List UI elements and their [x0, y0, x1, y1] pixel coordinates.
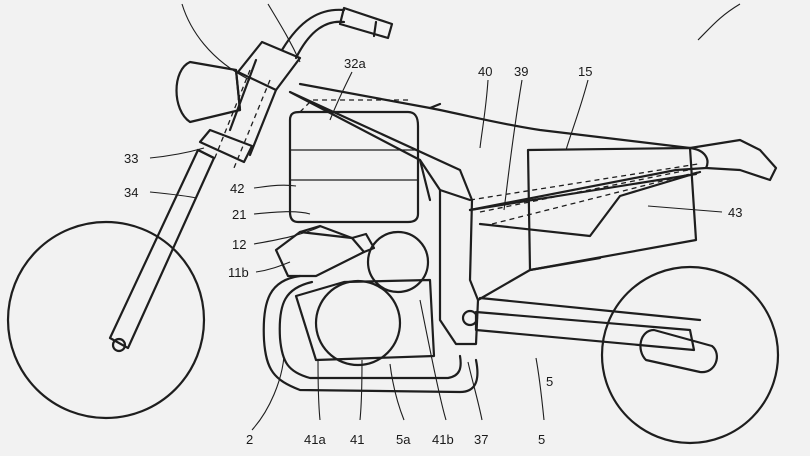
leader-lines	[149, 3, 741, 431]
motor-upper	[366, 230, 430, 294]
engine-case	[294, 278, 436, 362]
label-43: 43	[728, 205, 742, 220]
label-40: 40	[478, 64, 492, 79]
subframe	[468, 163, 702, 302]
label-15: 15	[578, 64, 592, 79]
label-5-arrow-number: 5	[546, 374, 553, 389]
front-wheel	[6, 220, 206, 420]
label-32a: 32a	[344, 56, 366, 71]
label-41b: 41b	[432, 432, 454, 447]
rear-wheel	[600, 265, 780, 445]
handlebar	[280, 6, 394, 60]
label-39: 39	[514, 64, 528, 79]
label-5: 5	[538, 432, 545, 447]
front-fork	[108, 148, 216, 353]
reference-labels: 33 34 32a 42 21 12 11b 40 39 15 43 2 41a…	[124, 56, 742, 447]
label-37: 37	[474, 432, 488, 447]
fork-clamp	[198, 128, 254, 164]
label-33: 33	[124, 151, 138, 166]
engine-cylinder	[274, 224, 376, 278]
label-41: 41	[350, 432, 364, 447]
label-12: 12	[232, 237, 246, 252]
steering-head-tube	[213, 40, 302, 169]
label-11b: 11b	[228, 265, 249, 280]
headlight	[175, 60, 242, 124]
exhaust-pipe	[262, 274, 479, 394]
label-41a: 41a	[304, 432, 326, 447]
label-2: 2	[246, 432, 253, 447]
label-42: 42	[230, 181, 244, 196]
swingarm	[461, 296, 702, 352]
rear-fender	[688, 138, 778, 182]
seat	[428, 106, 709, 212]
fuel-tank	[288, 99, 420, 224]
label-34: 34	[124, 185, 138, 200]
label-5a: 5a	[396, 432, 411, 447]
label-21: 21	[232, 207, 246, 222]
motor-lower	[314, 279, 402, 367]
main-frame	[288, 82, 480, 346]
